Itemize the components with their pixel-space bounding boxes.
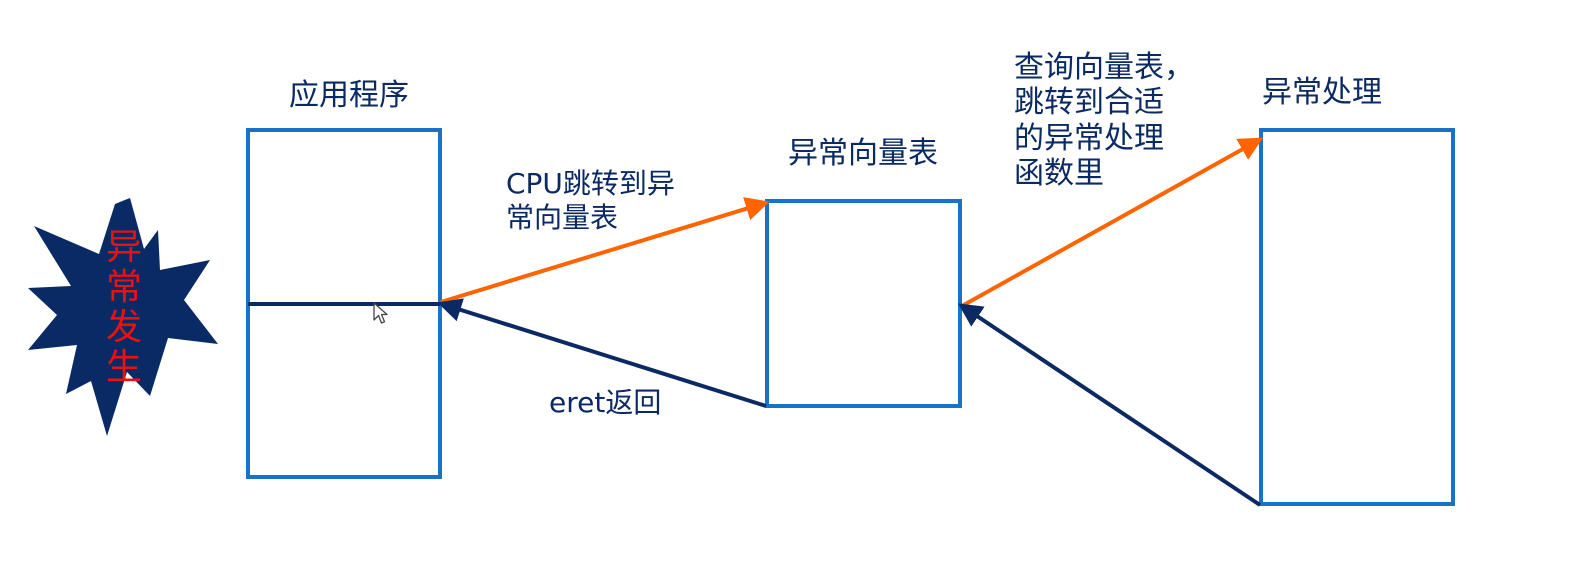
lookup-jump-label-line: 的异常处理	[1014, 120, 1164, 156]
exception-event-char: 发	[105, 307, 142, 348]
mouse-pointer-icon	[373, 302, 388, 324]
lookup-jump-label-line: 跳转到合适	[1014, 85, 1164, 121]
exception-event-char: 异	[105, 227, 142, 268]
exception-handler-label: 异常处理	[1262, 75, 1382, 110]
lookup-jump-label: 查询向量表， 跳转到合适 的异常处理 函数里	[1014, 50, 1194, 192]
exception-event-char: 生	[105, 347, 142, 388]
starburst-icon	[28, 198, 218, 436]
handler-return-arrow	[958, 303, 1262, 507]
cpu-jump-label: CPU跳转到异 常向量表	[506, 167, 675, 234]
vector-table-label: 异常向量表	[788, 136, 938, 171]
vector-table-box	[765, 199, 962, 408]
lookup-jump-label-line: 函数里	[1014, 156, 1104, 192]
eret-return-arrow	[437, 298, 767, 408]
lookup-jump-label-line: 查询向量表，	[1014, 50, 1194, 85]
cpu-jump-arrow	[440, 197, 770, 304]
exception-event-char: 常	[105, 267, 142, 308]
cpu-jump-label-line: 常向量表	[506, 200, 619, 234]
exception-handler-box	[1259, 128, 1455, 506]
eret-return-label: eret返回	[549, 386, 662, 419]
exception-event-label: 异 常 发 生	[103, 228, 145, 388]
cpu-jump-label-line: CPU跳转到异	[506, 167, 675, 200]
lookup-jump-arrow	[961, 137, 1264, 308]
application-label: 应用程序	[289, 78, 409, 113]
